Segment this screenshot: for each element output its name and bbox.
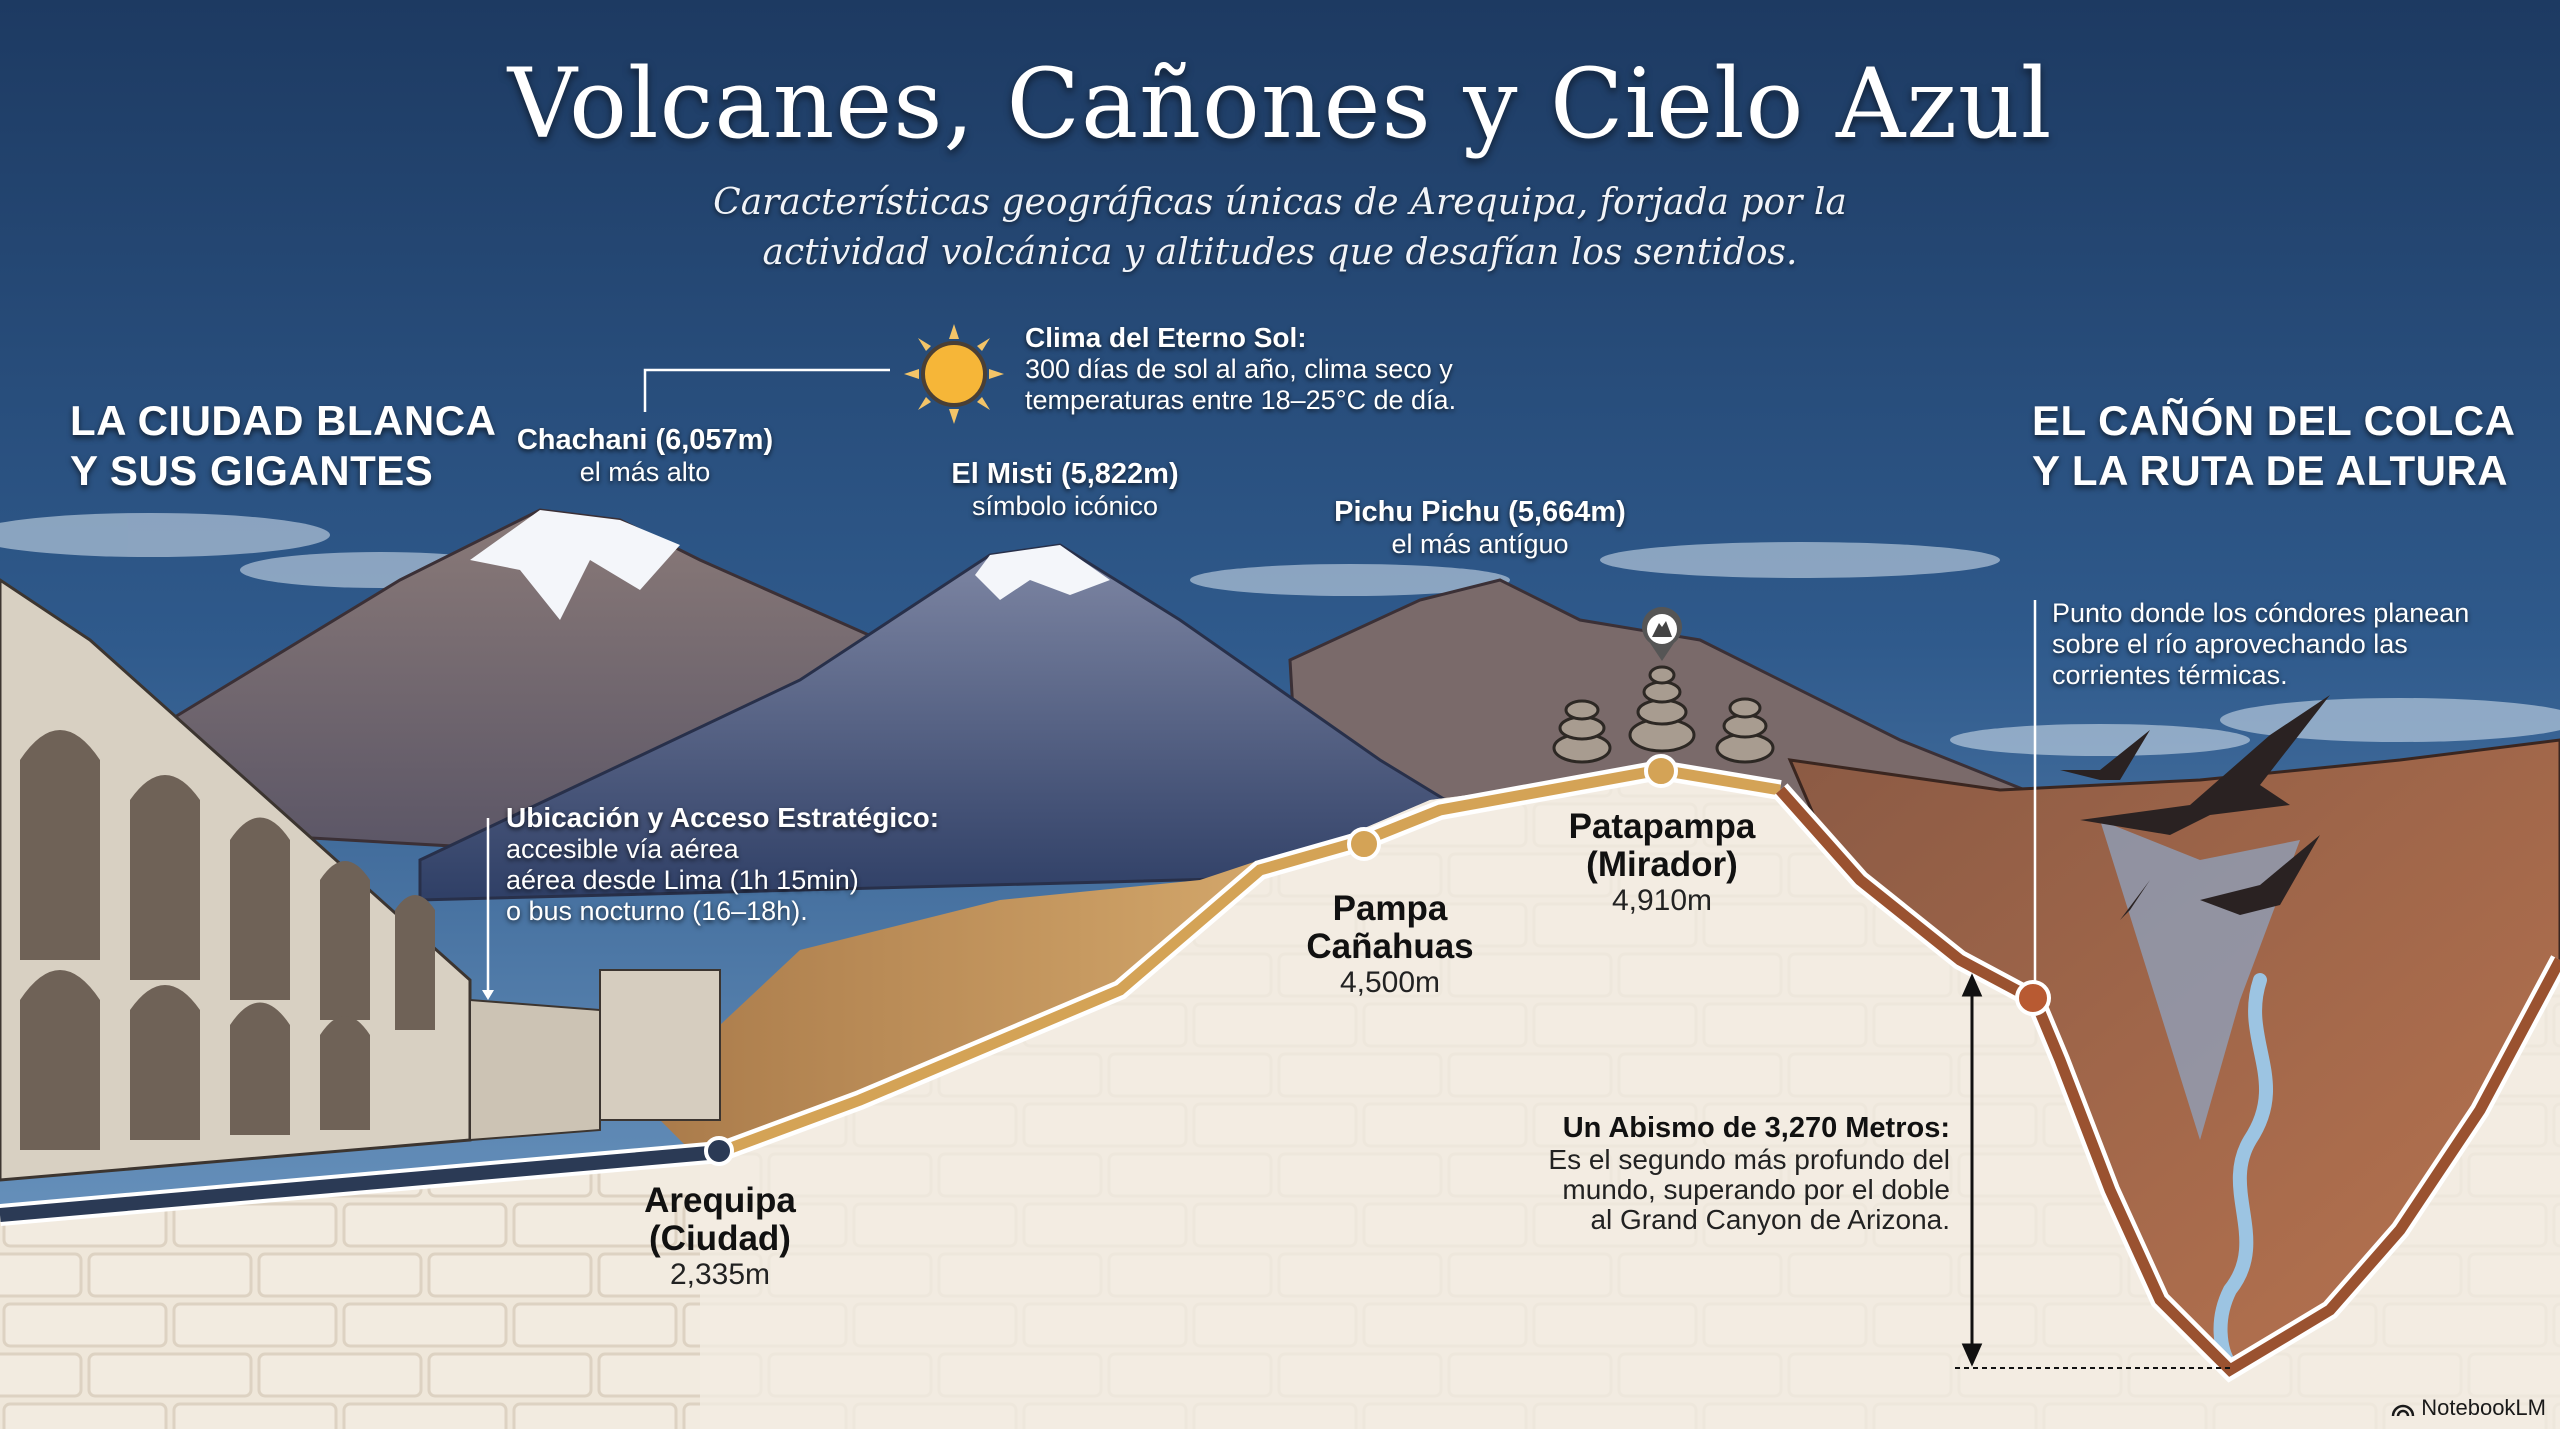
section-heading-line: LA CIUDAD BLANCA [70,397,497,444]
volcano-name: Chachani (6,057m) [516,424,774,456]
stop-altitude: 4,500m [1339,966,1441,999]
subtitle-line-2: actividad volcánica y altitudes que desa… [762,232,1798,273]
condor-line-2: sobre el río aprovechando las [2052,629,2408,659]
sun-icon [902,322,1006,426]
access-line-2: aérea desde Lima (1h 15min) [506,865,859,895]
abyss-note: Un Abismo de 3,270 Metros: Es el segundo… [1500,1112,1950,1235]
volcano-note: símbolo icónico [971,491,1159,521]
mountain-pin-icon [1640,607,1684,663]
section-heading-line: Y SUS GIGANTES [70,447,434,494]
abyss-line-3: al Grand Canyon de Arizona. [1590,1204,1950,1235]
abyss-line-1: Es el segundo más profundo del [1548,1144,1950,1175]
climate-title: Clima del Eterno Sol: [1025,322,1307,353]
page-title: Volcanes, Cañones y Cielo Azul [507,48,2053,160]
stop-altitude: 4,910m [1611,884,1713,917]
brand-label: NotebookLM [2421,1395,2546,1420]
volcano-note: el más alto [579,457,711,487]
volcano-name: El Misti (5,822m) [951,458,1179,490]
stop-name: Pampa [1332,889,1448,928]
condor-illustrations [2060,695,2330,920]
section-heading-colca: EL CAÑÓN DEL COLCA Y LA RUTA DE ALTURA [2032,396,2515,496]
abyss-line-2: mundo, superando por el doble [1562,1174,1950,1205]
stone-cairns-illustration [1552,665,1775,764]
notebooklm-brand: NotebookLM [2391,1395,2546,1421]
route-stop-label-patapampa: Patapampa (Mirador) 4,910m [1512,808,1812,918]
condor-line-3: corrientes térmicas. [2052,660,2288,690]
condor-note: Punto donde los cóndores planean sobre e… [2052,598,2469,691]
stop-name: (Ciudad) [649,1219,791,1258]
section-heading-line: Y LA RUTA DE ALTURA [2032,447,2509,494]
route-stop-label-arequipa: Arequipa (Ciudad) 2,335m [570,1182,870,1292]
access-line-1: accesible vía aérea [506,834,739,864]
stop-name: (Mirador) [1586,845,1738,884]
stop-name: Arequipa [644,1181,796,1220]
access-title: Ubicación y Acceso Estratégico: [506,802,940,833]
route-stop-marker-arequipa[interactable] [704,1136,734,1166]
colonial-arcade-illustration [0,578,721,1182]
condor-line-1: Punto donde los cóndores planean [2052,598,2470,628]
route-stop-marker-pampa-canahuas[interactable] [1347,827,1381,861]
climate-line-2: temperaturas entre 18–25°C de día. [1025,385,1457,415]
stop-name: Patapampa [1568,807,1756,846]
volcano-label-misti: El Misti (5,822m) símbolo icónico [915,458,1215,522]
stop-name: Cañahuas [1306,927,1474,966]
volcano-label-chachani: Chachani (6,057m) el más alto [495,424,795,488]
abyss-title: Un Abismo de 3,270 Metros: [1562,1112,1950,1144]
depth-arrow [1955,973,2230,1369]
route-stop-label-pampa-canahuas: Pampa Cañahuas 4,500m [1240,890,1540,1000]
section-heading-line: EL CAÑÓN DEL COLCA [2032,397,2516,444]
climate-note: Clima del Eterno Sol: 300 días de sol al… [1025,322,1456,416]
volcano-note: el más antíguo [1391,529,1569,559]
route-stop-marker-colca[interactable] [2015,980,2051,1016]
stop-altitude: 2,335m [669,1258,771,1291]
subtitle-line-1: Características geográficas únicas de Ar… [713,182,1847,223]
climate-line-1: 300 días de sol al año, clima seco y [1025,354,1453,384]
page-subtitle: Características geográficas únicas de Ar… [0,178,2560,278]
section-heading-ciudad-blanca: LA CIUDAD BLANCA Y SUS GIGANTES [70,396,496,496]
route-stop-marker-patapampa[interactable] [1644,754,1678,788]
notebooklm-logo-icon [2392,1404,2415,1417]
volcano-name: Pichu Pichu (5,664m) [1334,496,1626,528]
access-line-3: o bus nocturno (16–18h). [506,896,808,926]
volcano-label-pichu-pichu: Pichu Pichu (5,664m) el más antíguo [1310,496,1650,560]
access-note: Ubicación y Acceso Estratégico: accesibl… [506,802,939,927]
